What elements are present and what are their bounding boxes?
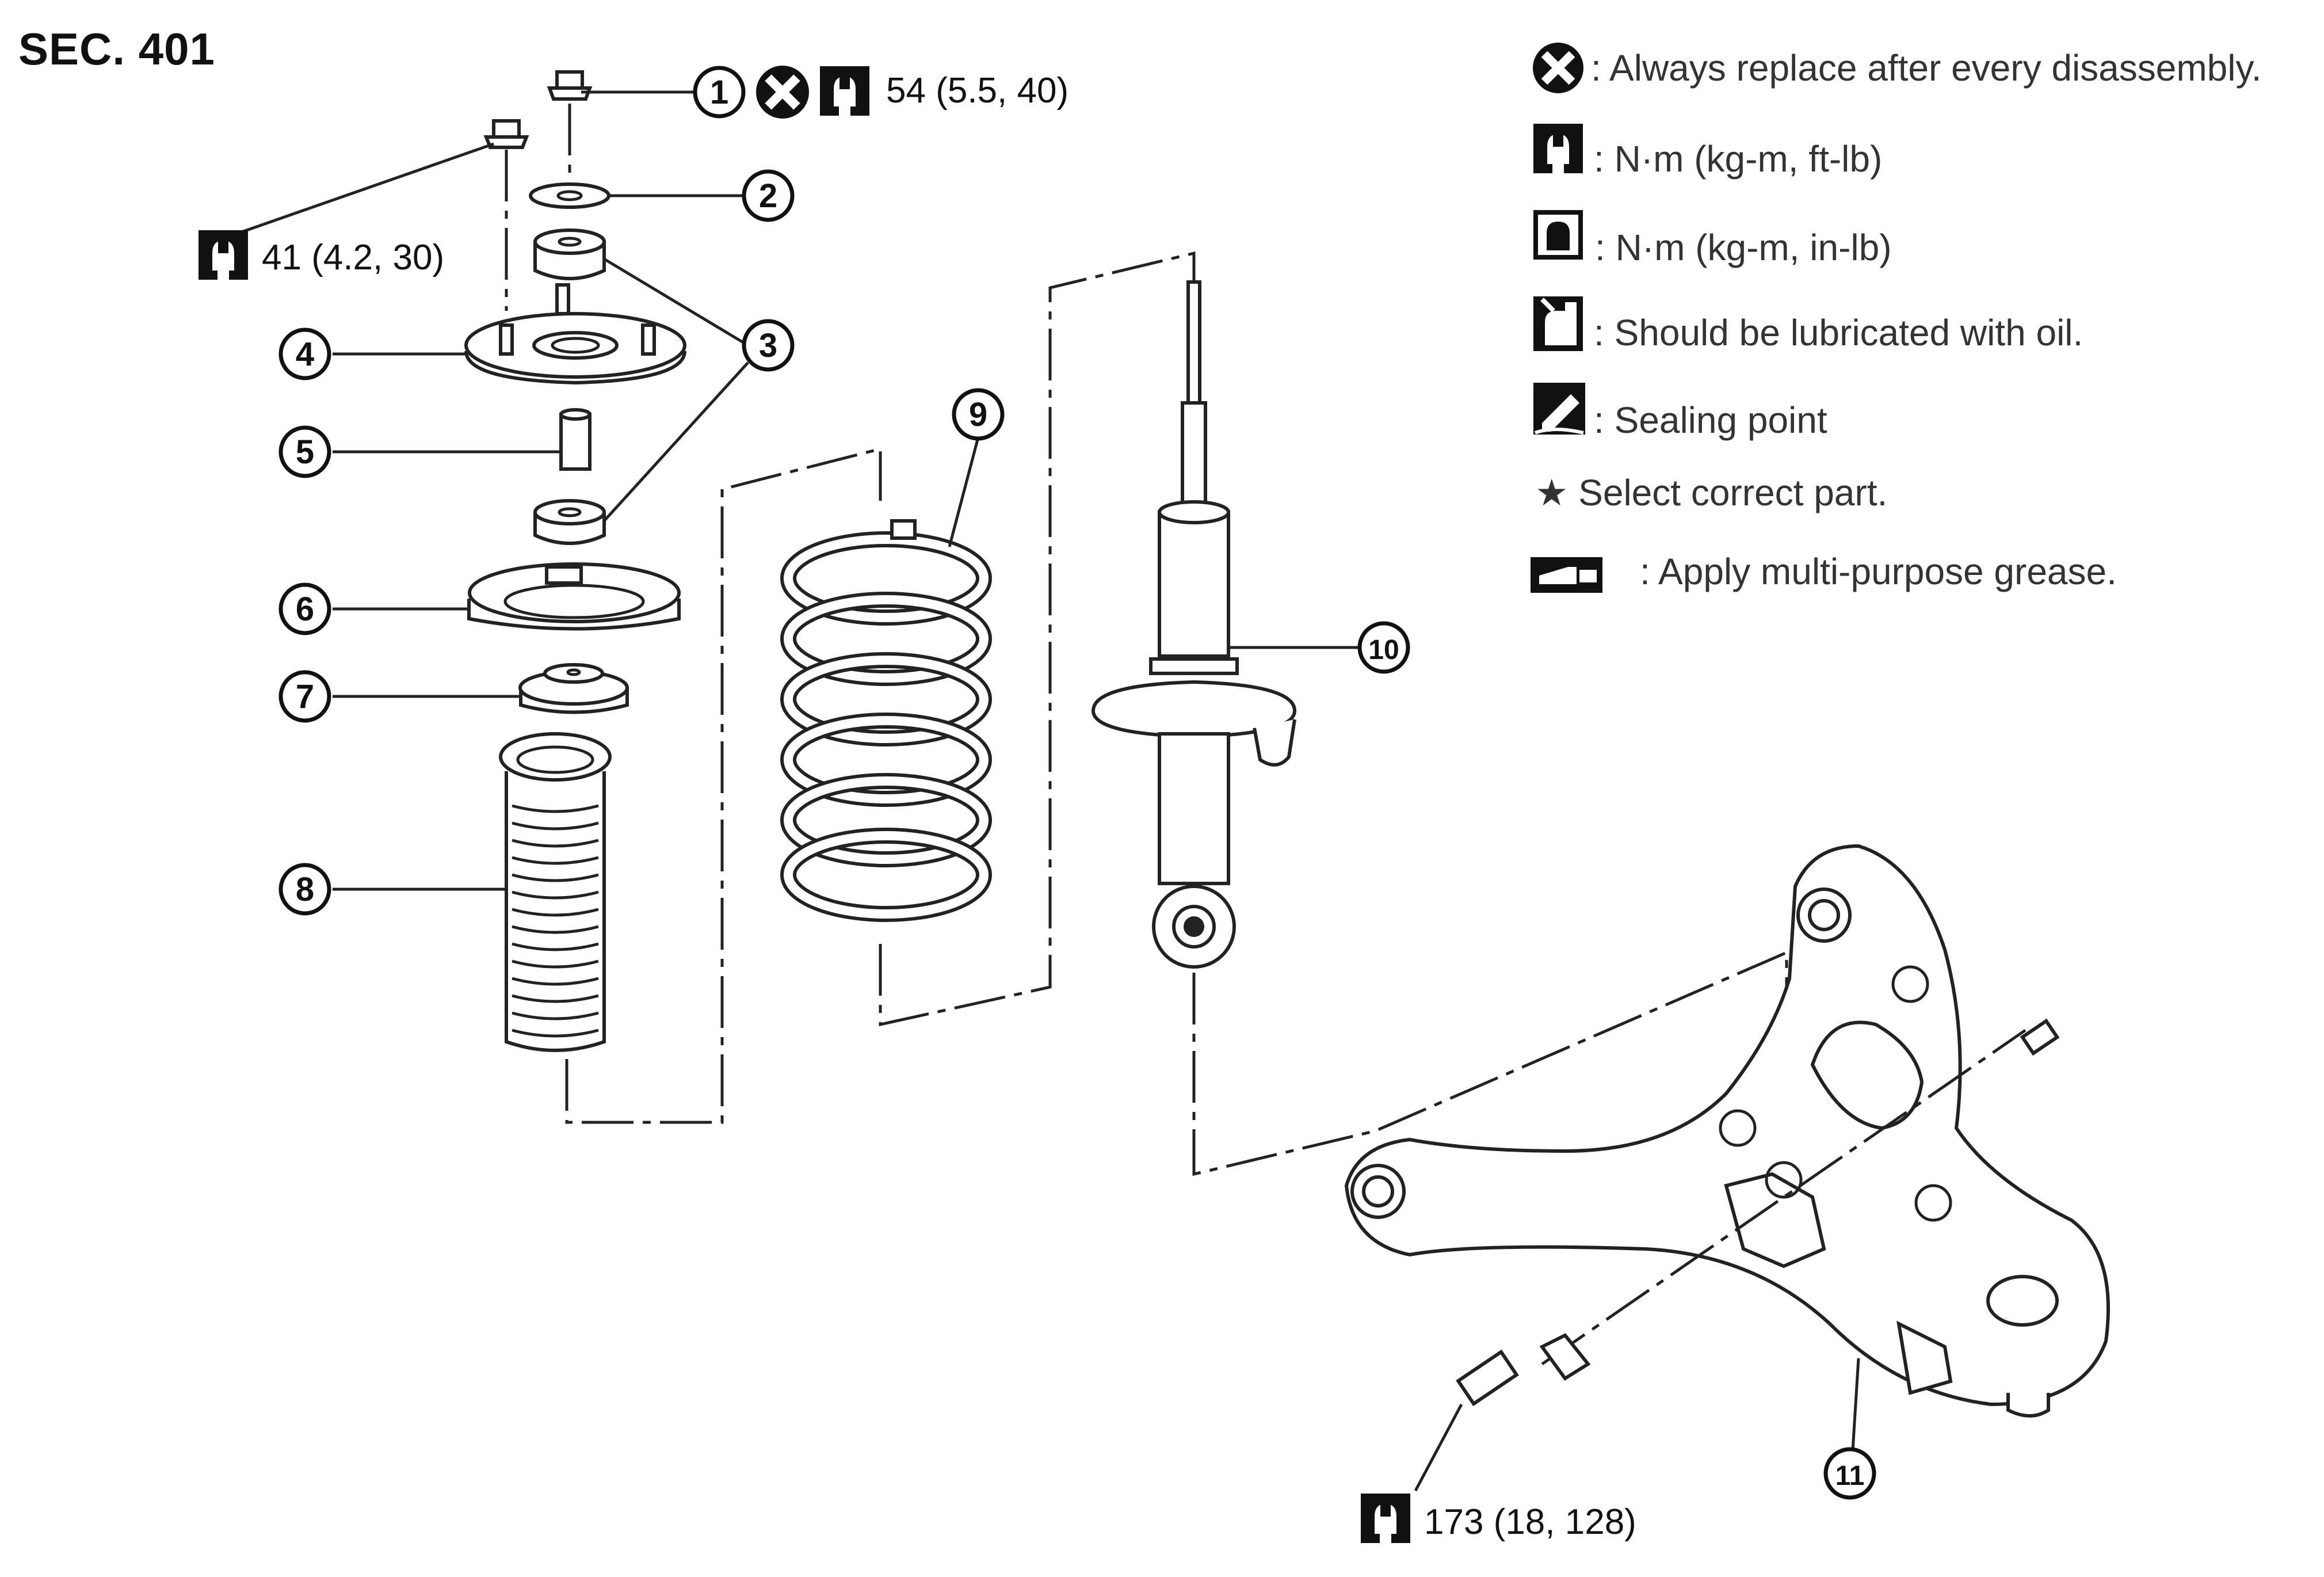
svg-text:6: 6 xyxy=(296,591,314,628)
wrench-torque-icon xyxy=(1361,1494,1410,1543)
shock-absorber-strut xyxy=(1091,280,1297,969)
leader-torque-11 xyxy=(1414,1403,1463,1492)
legend-nm-ftlb: : N·m (kg-m, ft-lb) xyxy=(1594,138,1882,180)
legend-sealing: : Sealing point xyxy=(1594,399,1827,441)
wrench-torque-icon xyxy=(199,230,248,280)
coil-spring xyxy=(780,519,992,922)
top-nut xyxy=(547,70,593,101)
svg-text:1: 1 xyxy=(710,74,728,111)
spacer-collar xyxy=(559,408,592,471)
svg-text:10: 10 xyxy=(1368,635,1399,665)
lower-arm-bolt xyxy=(1456,1018,2060,1407)
torque-value-4: 41 (4.2, 30) xyxy=(262,238,444,277)
callout-number-1: 1 xyxy=(695,68,743,116)
callout-number-11: 11 xyxy=(1826,1449,1874,1498)
section-title: SEC. 401 xyxy=(18,24,215,74)
callout-number-6: 6 xyxy=(281,585,329,633)
bushing-lower xyxy=(533,499,606,545)
svg-text:8: 8 xyxy=(296,871,314,908)
callout-number-2: 2 xyxy=(744,172,792,220)
leader-torque-4 xyxy=(230,142,494,238)
callout-number-9: 9 xyxy=(954,390,1002,439)
bound-bumper-cap xyxy=(518,663,629,714)
torque-value-1: 54 (5.5, 40) xyxy=(886,71,1068,111)
callout-number-7: 7 xyxy=(281,672,329,721)
washer xyxy=(529,182,610,209)
leader-3b xyxy=(603,361,749,522)
svg-text:2: 2 xyxy=(759,177,777,215)
x-circle-icon xyxy=(756,66,809,119)
wrench-torque-icon xyxy=(820,66,869,116)
sealing-icon xyxy=(1533,383,1585,435)
callout-number-8: 8 xyxy=(281,865,329,913)
svg-text:4: 4 xyxy=(296,336,314,373)
bushing-upper xyxy=(533,228,606,280)
leader-11 xyxy=(1851,1358,1860,1451)
legend-replace: : Always replace after every disassembly… xyxy=(1591,47,2262,89)
axis-line-9-10 xyxy=(879,251,1196,1027)
wrench-torque-filled-icon xyxy=(1533,210,1583,260)
wrench-torque-icon xyxy=(1533,124,1583,173)
mount-nut xyxy=(483,119,529,149)
axis-line-8-9 xyxy=(565,447,882,1124)
legend: : Always replace after every disassembly… xyxy=(1531,43,2262,593)
legend-select: ★ Select correct part. xyxy=(1535,472,1887,513)
svg-text:5: 5 xyxy=(296,433,314,471)
leader-3a xyxy=(603,257,749,347)
callout-number-5: 5 xyxy=(281,428,329,476)
svg-text:3: 3 xyxy=(759,327,777,364)
torque-value-11: 173 (18, 128) xyxy=(1424,1502,1636,1542)
svg-text:9: 9 xyxy=(969,396,987,433)
callout-number-4: 4 xyxy=(281,330,329,378)
upper-spring-seat xyxy=(467,562,681,631)
svg-text:7: 7 xyxy=(296,678,314,715)
oil-can-icon xyxy=(1533,296,1583,351)
upper-mount-plate xyxy=(464,283,686,385)
legend-nm-inlb: : N·m (kg-m, in-lb) xyxy=(1595,227,1892,268)
callout-number-3: 3 xyxy=(744,321,792,370)
dust-boot-bellows xyxy=(499,732,612,1052)
lower-control-arm xyxy=(1344,844,2110,1418)
x-circle-icon xyxy=(1533,43,1583,93)
svg-text:11: 11 xyxy=(1835,1461,1865,1491)
grease-gun-icon xyxy=(1531,557,1602,593)
leader-9 xyxy=(948,437,980,547)
callout-number-10: 10 xyxy=(1360,623,1408,672)
legend-lubricate: : Should be lubricated with oil. xyxy=(1594,312,2083,353)
legend-grease: : Apply multi-purpose grease. xyxy=(1640,551,2117,592)
